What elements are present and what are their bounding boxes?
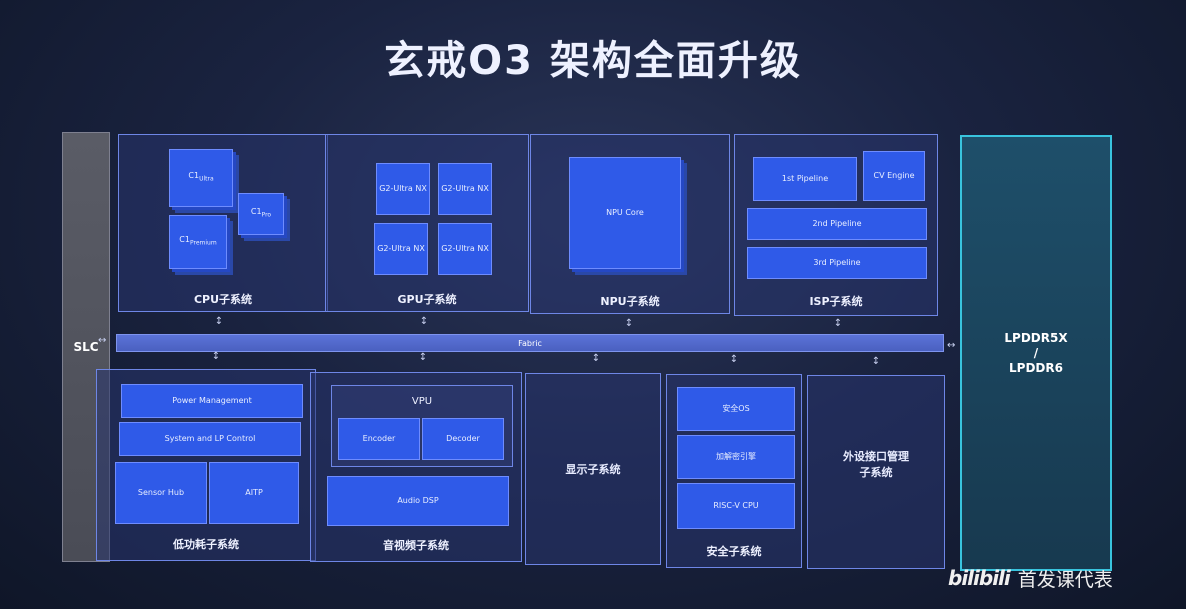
updown-arrow-icon: ↕ [418, 352, 428, 363]
c1-pro-core: C1Pro [238, 193, 284, 235]
peripheral-label-line2: 子系统 [859, 466, 893, 479]
updown-arrow-icon: ↕ [729, 354, 739, 365]
display-subsystem: 显示子系统 [525, 373, 661, 565]
peripheral-label-line1: 外设接口管理 [843, 450, 909, 463]
gpu-core: G2-Ultra NX [438, 223, 492, 275]
audio-dsp: Audio DSP [327, 476, 509, 526]
isp-2nd-pipeline: 2nd Pipeline [747, 208, 927, 240]
updown-arrow-icon: ↕ [871, 356, 881, 367]
page-title: 玄戒O3 架构全面升级 [384, 38, 802, 84]
cpu-label: CPU子系统 [193, 293, 253, 306]
vpu-container: VPU Encoder Decoder [331, 385, 513, 467]
lpddr-line1: LPDDR5X [1004, 330, 1068, 345]
gpu-core: G2-Ultra NX [376, 163, 430, 215]
display-label: 显示子系统 [565, 463, 621, 476]
isp-1st-pipeline: 1st Pipeline [753, 157, 857, 201]
updown-arrow-icon: ↕ [624, 318, 634, 329]
sensor-hub: Sensor Hub [115, 462, 207, 524]
cpu-subsystem: C1Ultra C1Premium C1Pro CPU子系统 [118, 134, 328, 312]
updown-arrow-icon: ↕ [833, 318, 843, 329]
lowpower-label: 低功耗子系统 [173, 538, 239, 551]
bilibili-logo: bilibili [948, 566, 1011, 590]
av-subsystem: VPU Encoder Decoder Audio DSP 音视频子系统 [310, 372, 522, 562]
lpddr-line2: / [1033, 345, 1039, 360]
fabric-bus: Fabric [116, 334, 944, 352]
gpu-subsystem: G2-Ultra NX G2-Ultra NX G2-Ultra NX G2-U… [325, 134, 529, 312]
crypto-engine: 加解密引擎 [677, 435, 795, 479]
isp-subsystem: 1st Pipeline CV Engine 2nd Pipeline 3rd … [734, 134, 938, 316]
decoder-block: Decoder [422, 418, 504, 460]
slc-label: SLC [73, 340, 99, 354]
lpddr-arrow-icon: ↔ [947, 340, 956, 351]
slc-block: SLC [62, 132, 110, 562]
npu-core: NPU Core [569, 157, 681, 269]
vpu-label: VPU [411, 396, 433, 407]
gpu-label: GPU子系统 [397, 293, 457, 306]
power-management: Power Management [121, 384, 303, 418]
encoder-block: Encoder [338, 418, 420, 460]
security-label: 安全子系统 [706, 545, 762, 558]
bilibili-watermark: bilibili 首发课代表 [948, 565, 1178, 591]
secure-os: 安全OS [677, 387, 795, 431]
slc-arrow-icon: ↔ [98, 335, 107, 346]
c1-ultra-core: C1Ultra [169, 149, 233, 207]
lowpower-subsystem: Power Management System and LP Control S… [96, 369, 316, 561]
updown-arrow-icon: ↕ [591, 353, 601, 364]
isp-cv-engine: CV Engine [863, 151, 925, 201]
system-lp-control: System and LP Control [119, 422, 301, 456]
npu-label: NPU子系统 [600, 295, 660, 308]
lpddr-memory: LPDDR5X / LPDDR6 [960, 135, 1112, 571]
aitp-block: AITP [209, 462, 299, 524]
av-label: 音视频子系统 [383, 539, 449, 552]
lpddr-line3: LPDDR6 [1009, 360, 1063, 375]
npu-subsystem: NPU Core NPU子系统 [530, 134, 730, 314]
updown-arrow-icon: ↕ [211, 351, 221, 362]
gpu-core: G2-Ultra NX [374, 223, 428, 275]
security-subsystem: 安全OS 加解密引擎 RISC-V CPU 安全子系统 [666, 374, 802, 568]
watermark-text: 首发课代表 [1017, 568, 1113, 591]
gpu-core: G2-Ultra NX [438, 163, 492, 215]
updown-arrow-icon: ↕ [419, 316, 429, 327]
updown-arrow-icon: ↕ [214, 316, 224, 327]
fabric-label: Fabric [518, 338, 542, 348]
isp-label: ISP子系统 [809, 295, 863, 308]
c1-premium-core: C1Premium [169, 215, 227, 269]
riscv-cpu: RISC-V CPU [677, 483, 795, 529]
peripheral-subsystem: 外设接口管理 子系统 [807, 375, 945, 569]
isp-3rd-pipeline: 3rd Pipeline [747, 247, 927, 279]
